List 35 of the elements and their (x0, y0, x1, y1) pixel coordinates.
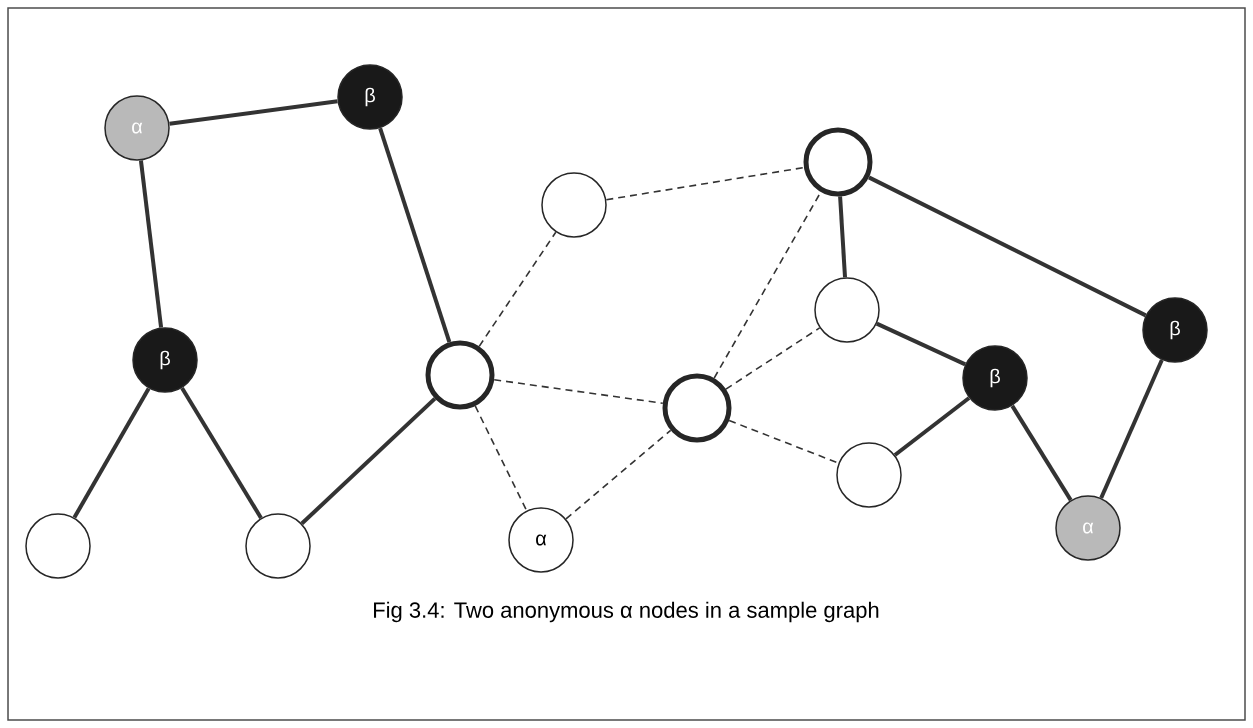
edge-line (838, 196, 847, 278)
graph-node (245, 513, 311, 579)
dashed-line (478, 231, 557, 348)
edge-line (893, 396, 971, 457)
graph-node: α (1055, 495, 1121, 561)
edge-line (1010, 404, 1073, 502)
graph-node (803, 127, 873, 197)
edge-line (180, 386, 263, 520)
graph-node (425, 340, 495, 410)
edge-line (868, 175, 1147, 318)
graph-node (836, 442, 902, 508)
dashed-line (605, 166, 805, 201)
graph-node: α (104, 95, 170, 161)
edge-line (378, 127, 452, 343)
graph-node (662, 373, 732, 443)
edge-line (1099, 359, 1164, 499)
edge-line (875, 321, 967, 367)
caption: Fig 3.4: Two anonymous α nodes in a sample graph (374, 601, 879, 623)
graph-node: β (337, 64, 403, 130)
edge-line (169, 99, 338, 126)
graph-node: β (132, 327, 198, 393)
edge-line (138, 160, 164, 328)
edge-line (72, 387, 151, 519)
dashed-line (474, 405, 528, 512)
edge-line (300, 397, 437, 526)
graph-node: β (1142, 297, 1208, 363)
graph-node (814, 277, 880, 343)
graph-node: α (508, 507, 574, 573)
graph-node (541, 172, 607, 238)
dashed-line (725, 327, 821, 390)
graph-node (25, 513, 91, 579)
dashed-line (565, 429, 672, 520)
dashed-line (728, 419, 840, 464)
dashed-line (493, 378, 664, 405)
graph-node: β (962, 345, 1028, 411)
